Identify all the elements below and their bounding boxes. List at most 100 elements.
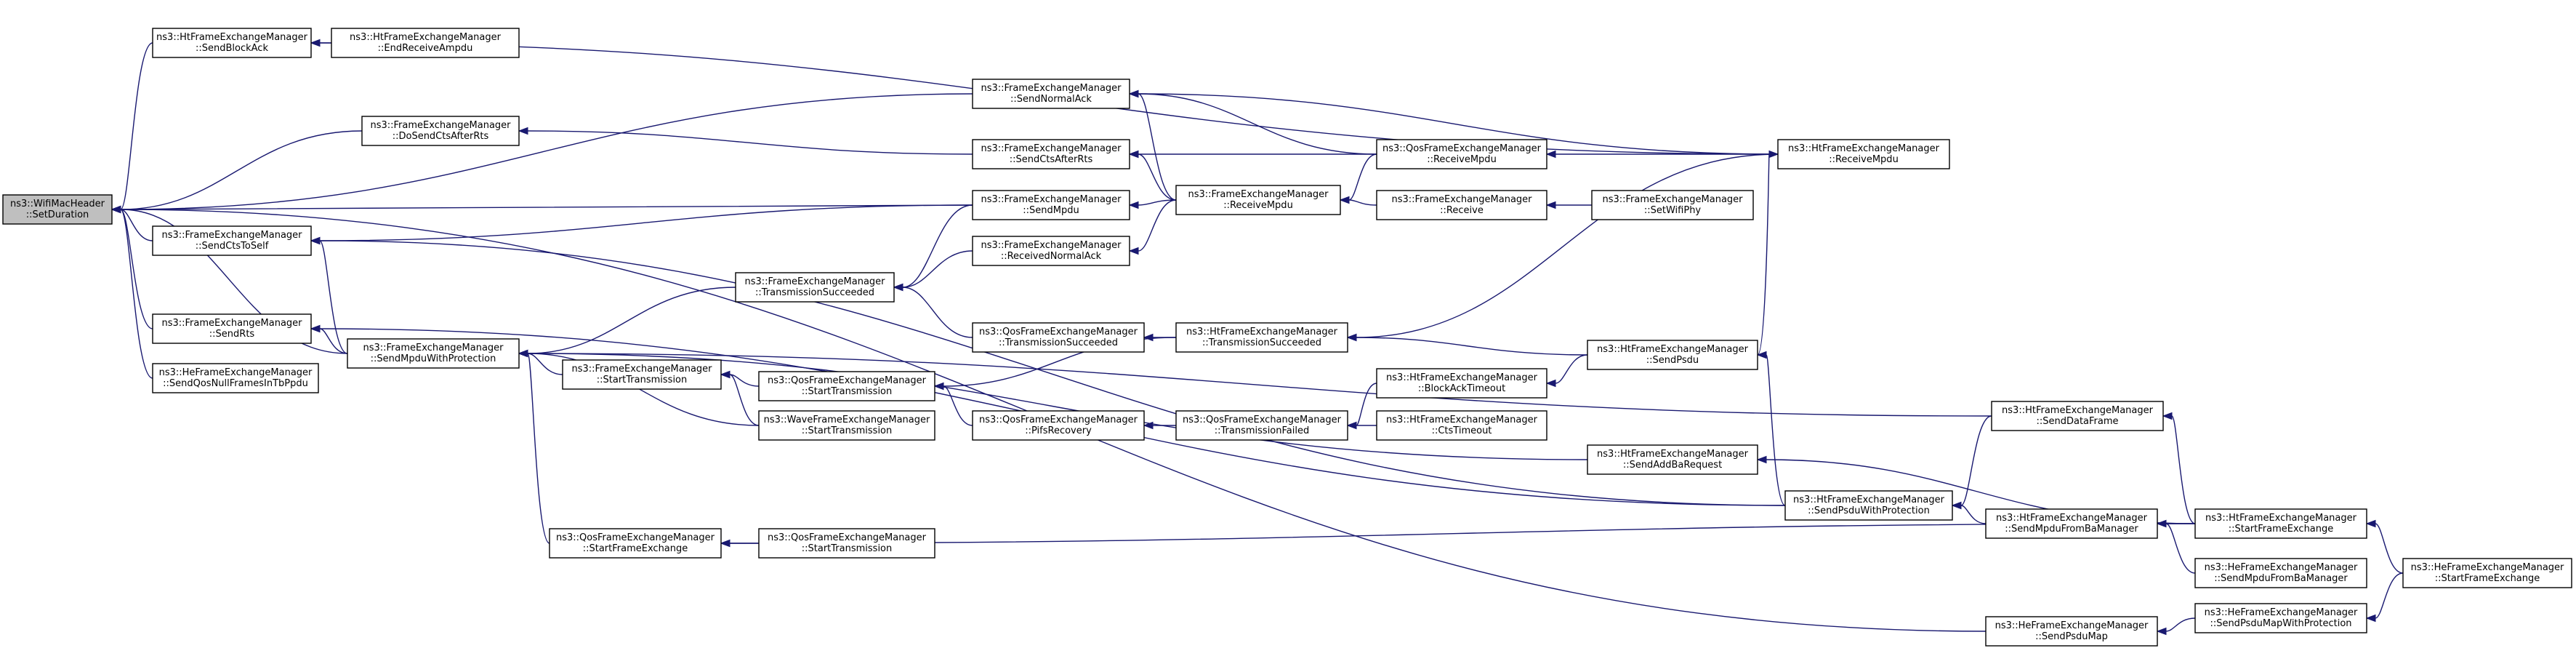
edge-line bbox=[902, 250, 973, 288]
node-qos-starttransmission2[interactable]: ns3::QosFrameExchangeManager::StartTrans… bbox=[758, 528, 935, 559]
node-ht-sendblockack[interactable]: ns3::HtFrameExchangeManager::SendBlockAc… bbox=[152, 28, 312, 58]
node-class-label: ns3::HeFrameExchangeManager bbox=[2205, 562, 2358, 573]
node-box bbox=[972, 322, 1145, 353]
node-method-label: ::SetWifiPhy bbox=[1644, 205, 1702, 216]
edge-ht-sendpsdu-to-ht-transmissionsucceeded bbox=[1346, 333, 1588, 356]
node-fe-sendctsafterrts[interactable]: ns3::FrameExchangeManager::SendCtsAfterR… bbox=[972, 139, 1130, 169]
node-box bbox=[1376, 410, 1547, 441]
edge-arrowhead bbox=[310, 39, 321, 47]
edge-fe-sendmpdu-to-fe-sendctstoself bbox=[310, 204, 973, 245]
edge-arrowhead bbox=[933, 382, 944, 391]
node-box bbox=[1376, 139, 1547, 169]
edge-qos-receivempdu-to-fe-sendnormalack bbox=[1128, 89, 1377, 155]
node-fe-receive[interactable]: ns3::FrameExchangeManager::Receive bbox=[1376, 190, 1547, 220]
node-ht-sendaddbarequest[interactable]: ns3::HtFrameExchangeManager::SendAddBaRe… bbox=[1587, 444, 1758, 475]
node-fe-transmissionsucceeded[interactable]: ns3::FrameExchangeManager::TransmissionS… bbox=[735, 272, 895, 303]
edge-ht-ctstimeout-to-qos-transmissionfailed bbox=[1346, 421, 1377, 430]
node-ht-senddataframe[interactable]: ns3::HtFrameExchangeManager::SendDataFra… bbox=[1991, 401, 2164, 431]
node-ht-blockacktimeout[interactable]: ns3::HtFrameExchangeManager::BlockAckTim… bbox=[1376, 368, 1547, 399]
node-method-label: ::SendCtsToSelf bbox=[196, 241, 269, 252]
edge-ht-sendpsdu-to-ht-blockacktimeout bbox=[1545, 354, 1588, 388]
node-class-label: ns3::FrameExchangeManager bbox=[1391, 194, 1532, 205]
node-qos-pifsrecovery[interactable]: ns3::QosFrameExchangeManager::PifsRecove… bbox=[972, 410, 1145, 441]
node-method-label: ::SendMpduWithProtection bbox=[371, 353, 496, 364]
edge-ht-receivempdu-to-qos-receivempdu bbox=[1545, 150, 1778, 159]
node-ht-sendpsduwithprotection[interactable]: ns3::HtFrameExchangeManager::SendPsduWit… bbox=[1784, 490, 1953, 521]
node-qos-starttransmission[interactable]: ns3::QosFrameExchangeManager::StartTrans… bbox=[758, 371, 935, 401]
edge-arrowhead bbox=[1339, 196, 1350, 204]
node-fe-receivednormalack[interactable]: ns3::FrameExchangeManager::ReceivedNorma… bbox=[972, 236, 1130, 266]
node-he-sendpsdumap[interactable]: ns3::HeFrameExchangeManager::SendPsduMap bbox=[1985, 616, 2158, 647]
node-box bbox=[549, 528, 722, 559]
node-class-label: ns3::FrameExchangeManager bbox=[363, 343, 504, 353]
node-method-label: ::ReceivedNormalAck bbox=[1001, 251, 1102, 262]
node-ht-sendmpdufrombamanager[interactable]: ns3::HtFrameExchangeManager::SendMpduFro… bbox=[1985, 508, 2158, 539]
edge-line bbox=[527, 353, 550, 544]
edge-fe-sendmpdu-to-root bbox=[110, 204, 973, 214]
edge-line bbox=[319, 240, 348, 354]
edge-arrowhead bbox=[2162, 412, 2173, 420]
node-fe-receivempdu[interactable]: ns3::FrameExchangeManager::ReceiveMpdu bbox=[1175, 185, 1341, 215]
edge-he-sendpsdumapwithprotection-to-he-sendpsdumap bbox=[2156, 617, 2196, 636]
node-ht-transmissionsucceeded[interactable]: ns3::HtFrameExchangeManager::Transmissio… bbox=[1175, 322, 1348, 353]
edge-line bbox=[120, 209, 153, 379]
node-ht-ctstimeout[interactable]: ns3::HtFrameExchangeManager::CtsTimeout bbox=[1376, 410, 1547, 441]
edge-line bbox=[1348, 199, 1377, 206]
node-fe-sendnormalack[interactable]: ns3::FrameExchangeManager::SendNormalAck bbox=[972, 79, 1130, 109]
edge-line bbox=[1356, 383, 1377, 426]
node-method-label: ::SendPsduMap bbox=[2035, 631, 2108, 642]
edge-arrowhead bbox=[518, 127, 528, 135]
edge-arrowhead bbox=[1346, 333, 1357, 342]
node-class-label: ns3::QosFrameExchangeManager bbox=[1382, 143, 1542, 154]
node-he-sendqosnull[interactable]: ns3::HeFrameExchangeManager::SendQosNull… bbox=[152, 363, 319, 393]
node-method-label: ::Receive bbox=[1440, 205, 1484, 216]
edge-line bbox=[902, 287, 973, 338]
node-ht-endreceiveampdu[interactable]: ns3::HtFrameExchangeManager::EndReceiveA… bbox=[331, 28, 520, 58]
node-box bbox=[1175, 410, 1348, 441]
node-class-label: ns3::FrameExchangeManager bbox=[161, 230, 302, 241]
node-method-label: ::TransmissionFailed bbox=[1215, 425, 1309, 436]
node-class-label: ns3::WaveFrameExchangeManager bbox=[764, 415, 930, 425]
node-class-label: ns3::HtFrameExchangeManager bbox=[1996, 513, 2148, 524]
edge-line bbox=[319, 204, 973, 241]
node-qos-transmissionfailed[interactable]: ns3::QosFrameExchangeManager::Transmissi… bbox=[1175, 410, 1348, 441]
node-fe-setwifiphy[interactable]: ns3::FrameExchangeManager::SetWifiPhy bbox=[1591, 190, 1754, 220]
node-method-label: ::SendPsdu bbox=[1646, 355, 1699, 366]
edge-line bbox=[1960, 505, 1987, 524]
edge-ht-receivempdu-to-fe-sendnormalack bbox=[1128, 89, 1779, 155]
node-fe-dosendctsafterrts[interactable]: ns3::FrameExchangeManager::DoSendCtsAfte… bbox=[361, 116, 520, 146]
node-class-label: ns3::HtFrameExchangeManager bbox=[1597, 344, 1749, 355]
node-he-sendmpdufrombamanager[interactable]: ns3::HeFrameExchangeManager::SendMpduFro… bbox=[2194, 558, 2367, 588]
node-fe-starttransmission[interactable]: ns3::FrameExchangeManager::StartTransmis… bbox=[562, 359, 722, 390]
node-ht-receivempdu[interactable]: ns3::HtFrameExchangeManager::ReceiveMpdu bbox=[1777, 139, 1950, 169]
node-qos-receivempdu[interactable]: ns3::QosFrameExchangeManager::ReceiveMpd… bbox=[1376, 139, 1547, 169]
edge-line bbox=[527, 130, 973, 155]
edge-ht-startframeexchange-to-qos-startframeexchange bbox=[720, 523, 2196, 548]
edge-line bbox=[1766, 354, 1786, 506]
node-class-label: ns3::HeFrameExchangeManager bbox=[2205, 607, 2358, 618]
node-fe-sendctstoself[interactable]: ns3::FrameExchangeManager::SendCtsToSelf bbox=[152, 225, 312, 256]
node-he-sendpsdumapwithprotection[interactable]: ns3::HeFrameExchangeManager::SendPsduMap… bbox=[2194, 603, 2367, 633]
node-qos-startframeexchange[interactable]: ns3::QosFrameExchangeManager::StartFrame… bbox=[549, 528, 722, 559]
edge-line bbox=[729, 523, 2196, 544]
edge-fe-receivempdu-to-fe-sendnormalack bbox=[1128, 89, 1177, 201]
edge-line bbox=[1138, 153, 1177, 201]
node-fe-sendmpdu[interactable]: ns3::FrameExchangeManager::SendMpdu bbox=[972, 190, 1130, 220]
node-box bbox=[2194, 558, 2367, 588]
node-he-startframeexchange[interactable]: ns3::HeFrameExchangeManager::StartFrameE… bbox=[2402, 558, 2572, 588]
node-method-label: ::TransmissionSucceeded bbox=[755, 287, 874, 298]
edge-arrowhead bbox=[1756, 351, 1767, 359]
node-wave-starttransmission[interactable]: ns3::WaveFrameExchangeManager::StartTran… bbox=[758, 410, 935, 441]
node-class-label: ns3::QosFrameExchangeManager bbox=[1183, 415, 1342, 425]
node-ht-sendpsdu[interactable]: ns3::HtFrameExchangeManager::SendPsdu bbox=[1587, 340, 1758, 370]
edge-he-sendmpdufrombamanager-to-ht-sendmpdufrombamanager bbox=[2156, 519, 2196, 574]
edge-line bbox=[1960, 415, 1992, 506]
node-ht-startframeexchange[interactable]: ns3::HtFrameExchangeManager::StartFrameE… bbox=[2194, 508, 2367, 539]
node-fe-sendmpduwithprotection[interactable]: ns3::FrameExchangeManager::SendMpduWithP… bbox=[347, 338, 520, 369]
node-method-label: ::TransmissionSucceeded bbox=[999, 337, 1118, 348]
node-class-label: ns3::FrameExchangeManager bbox=[744, 276, 885, 287]
node-fe-sendrts[interactable]: ns3::FrameExchangeManager::SendRts bbox=[152, 313, 312, 344]
node-qos-transmissionsucceeded[interactable]: ns3::QosFrameExchangeManager::Transmissi… bbox=[972, 322, 1145, 353]
node-box bbox=[152, 225, 312, 256]
